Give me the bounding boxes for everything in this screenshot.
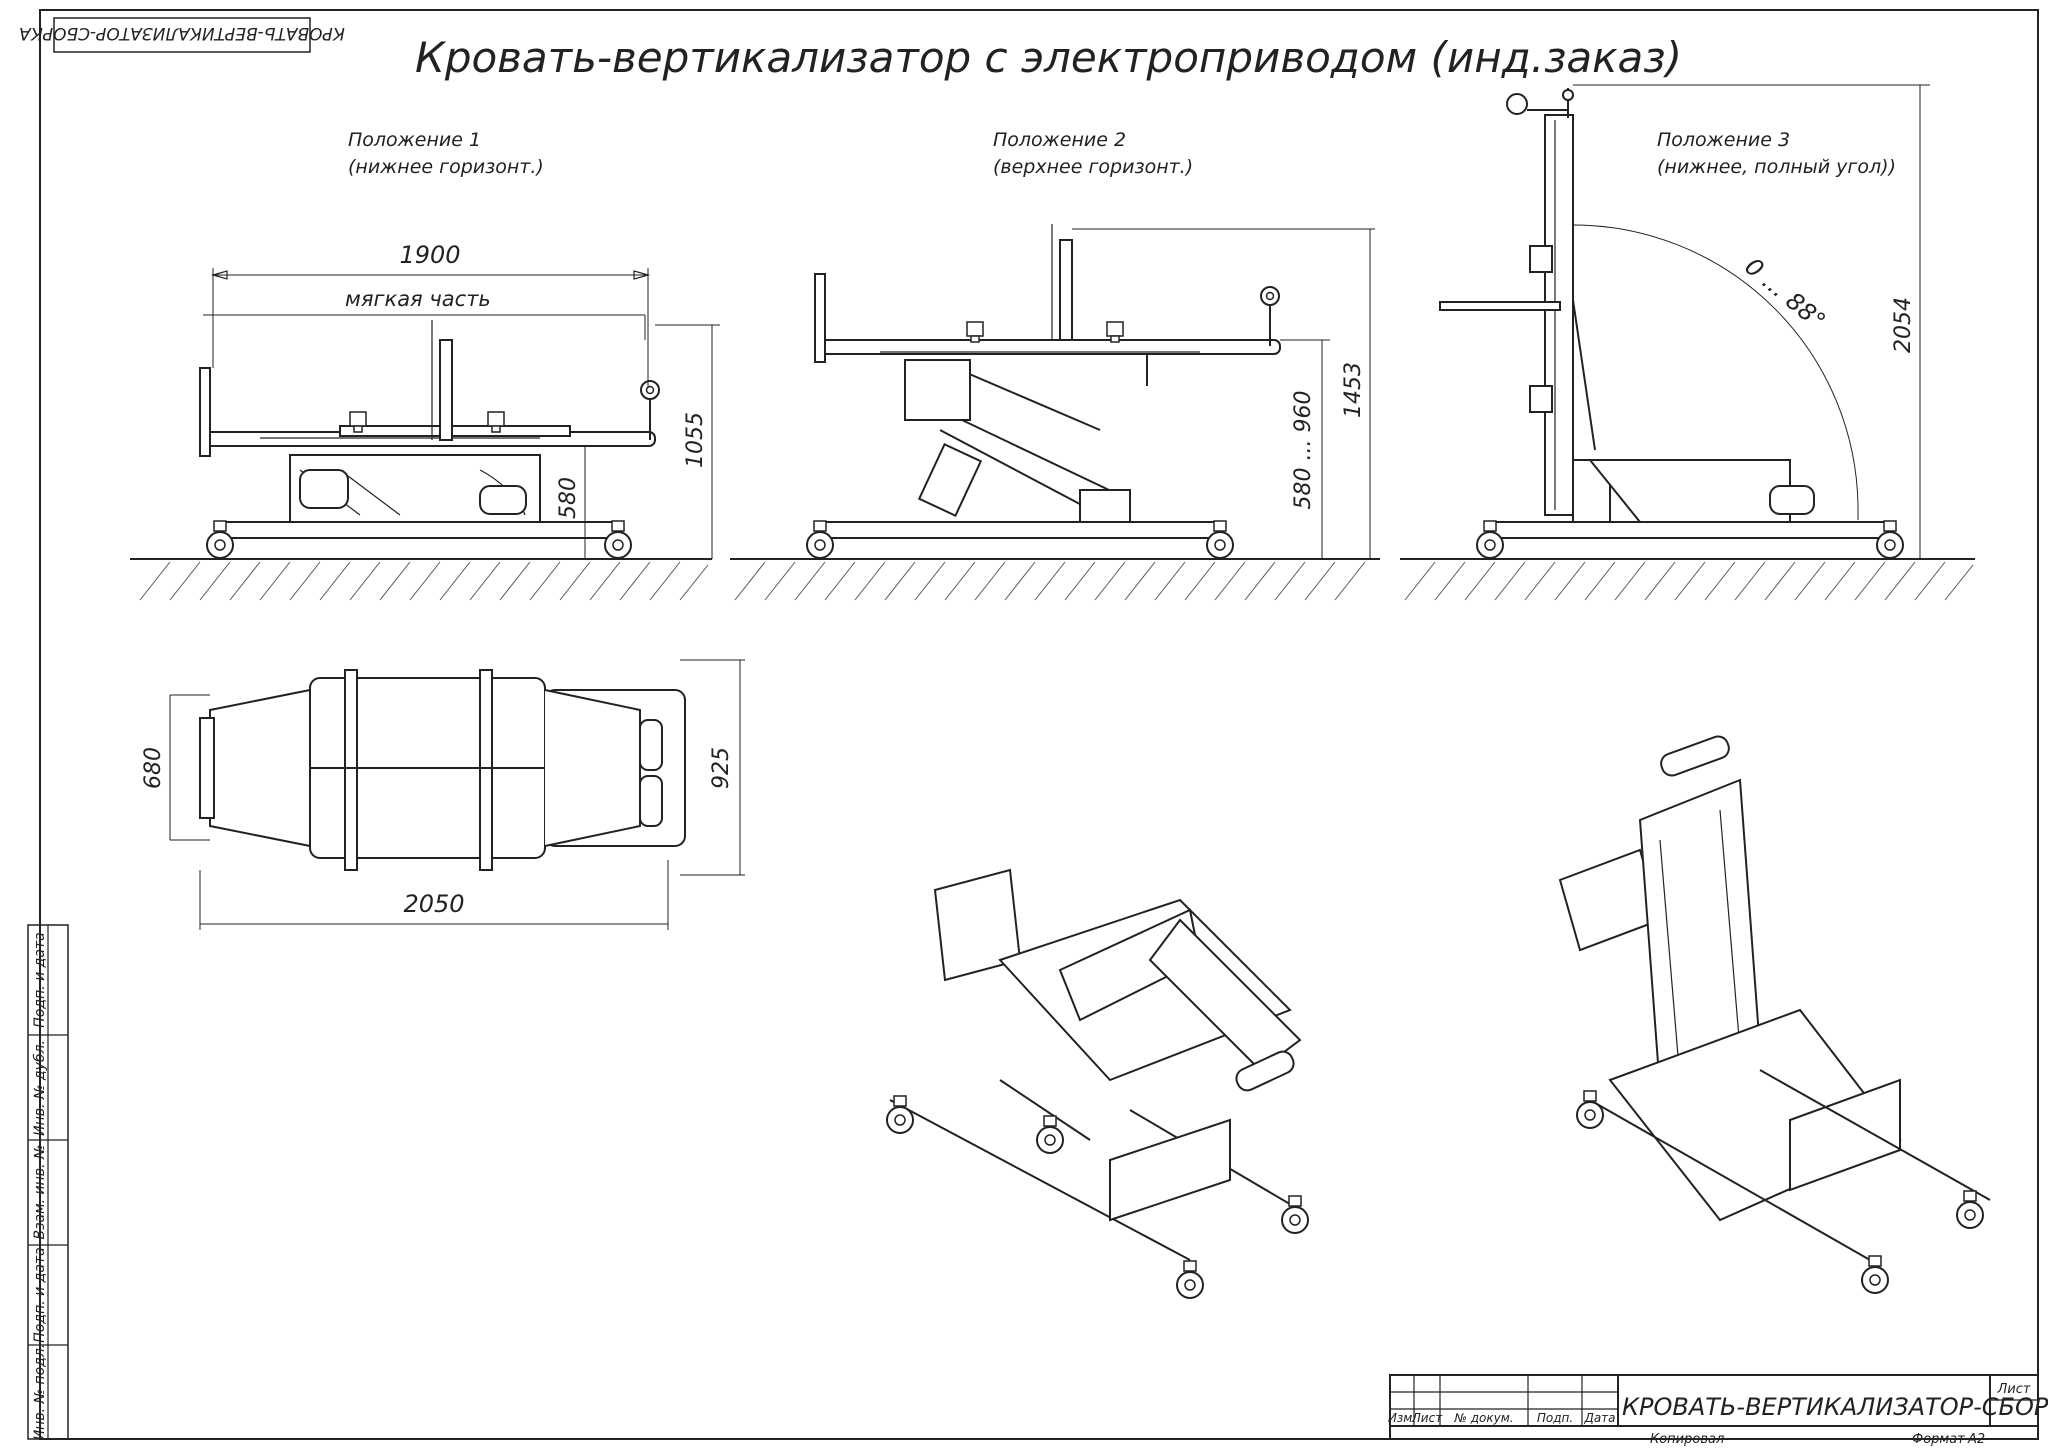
title-block-col-sign: Подп. bbox=[1537, 1411, 1573, 1425]
dim-1900: 1900 bbox=[399, 241, 460, 269]
position-2-desc: (верхнее горизонт.) bbox=[993, 156, 1193, 178]
isometric-view-vertical bbox=[1558, 735, 1991, 1294]
position-2-name: Положение 2 bbox=[993, 129, 1126, 151]
position-1-desc: (нижнее горизонт.) bbox=[348, 156, 544, 178]
dim-2054: 2054 bbox=[1891, 297, 1916, 353]
title-block-col-date: Дата bbox=[1583, 1411, 1615, 1425]
title-block-sheet: Лист bbox=[1997, 1382, 2031, 1397]
position-3-name: Положение 3 bbox=[1657, 129, 1790, 151]
position-3-desc: (нижнее, полный угол)) bbox=[1657, 156, 1896, 178]
dim-580: 580 bbox=[556, 477, 581, 519]
position-1-view: Положение 1 (нижнее горизонт.) bbox=[130, 129, 720, 601]
dim-580-960: 580 ... 960 bbox=[1291, 391, 1316, 510]
dim-angle: 0 ... 88° bbox=[1739, 252, 1831, 335]
side-stamp-2: Взам. инв. № bbox=[32, 1144, 48, 1239]
dim-2050: 2050 bbox=[403, 890, 464, 918]
dim-1453: 1453 bbox=[1341, 362, 1366, 418]
side-stamp-4: Подп. и дата bbox=[32, 932, 48, 1027]
floor-hatch-1 bbox=[139, 561, 709, 601]
side-stamp-1: Подп. и дата bbox=[32, 1247, 48, 1342]
plan-view: 680 925 2050 bbox=[141, 659, 745, 930]
title-block-col-list: Лист bbox=[1411, 1411, 1443, 1425]
top-stamp-text: КРОВАТЬ-ВЕРТИКАЛИЗАТОР-СБОРКА bbox=[19, 23, 345, 43]
floor-hatch-2 bbox=[734, 561, 1366, 601]
title-block-name: КРОВАТЬ-ВЕРТИКАЛИЗАТОР-СБОРКА bbox=[1622, 1393, 2048, 1421]
title-block: КРОВАТЬ-ВЕРТИКАЛИЗАТОР-СБОРКА Лист Изм. … bbox=[1388, 1374, 2048, 1447]
title-block-format: А2 bbox=[1967, 1432, 1985, 1447]
top-stamp: КРОВАТЬ-ВЕРТИКАЛИЗАТОР-СБОРКА bbox=[19, 17, 345, 53]
dim-925: 925 bbox=[709, 747, 734, 789]
dim-1055: 1055 bbox=[683, 412, 708, 468]
drawing-title: Кровать-вертикализатор с электроприводом… bbox=[415, 33, 1682, 82]
title-block-col-doc: № докум. bbox=[1453, 1411, 1513, 1425]
sheet-frame bbox=[39, 9, 2039, 1440]
title-block-col-izm: Изм. bbox=[1388, 1411, 1416, 1425]
title-block-format-label: Формат bbox=[1912, 1432, 1965, 1447]
position-1-name: Положение 1 bbox=[348, 129, 481, 151]
floor-hatch-3 bbox=[1404, 561, 1974, 601]
side-stamp: Инв. № подл. Подп. и дата Взам. инв. № И… bbox=[27, 924, 69, 1441]
dim-soft-part: мягкая часть bbox=[345, 287, 491, 311]
dim-680: 680 bbox=[141, 747, 166, 789]
title-block-copied: Копировал bbox=[1650, 1432, 1724, 1447]
side-stamp-3: Инв. № дубл. bbox=[32, 1040, 48, 1136]
isometric-view-horizontal bbox=[886, 868, 1309, 1299]
side-stamp-0: Инв. № подл. bbox=[32, 1344, 48, 1441]
position-3-view: Положение 3 (нижнее, полный угол)) 0 ...… bbox=[1400, 84, 1975, 601]
position-2-view: Положение 2 (верхнее горизонт.) 1453 bbox=[730, 129, 1380, 601]
